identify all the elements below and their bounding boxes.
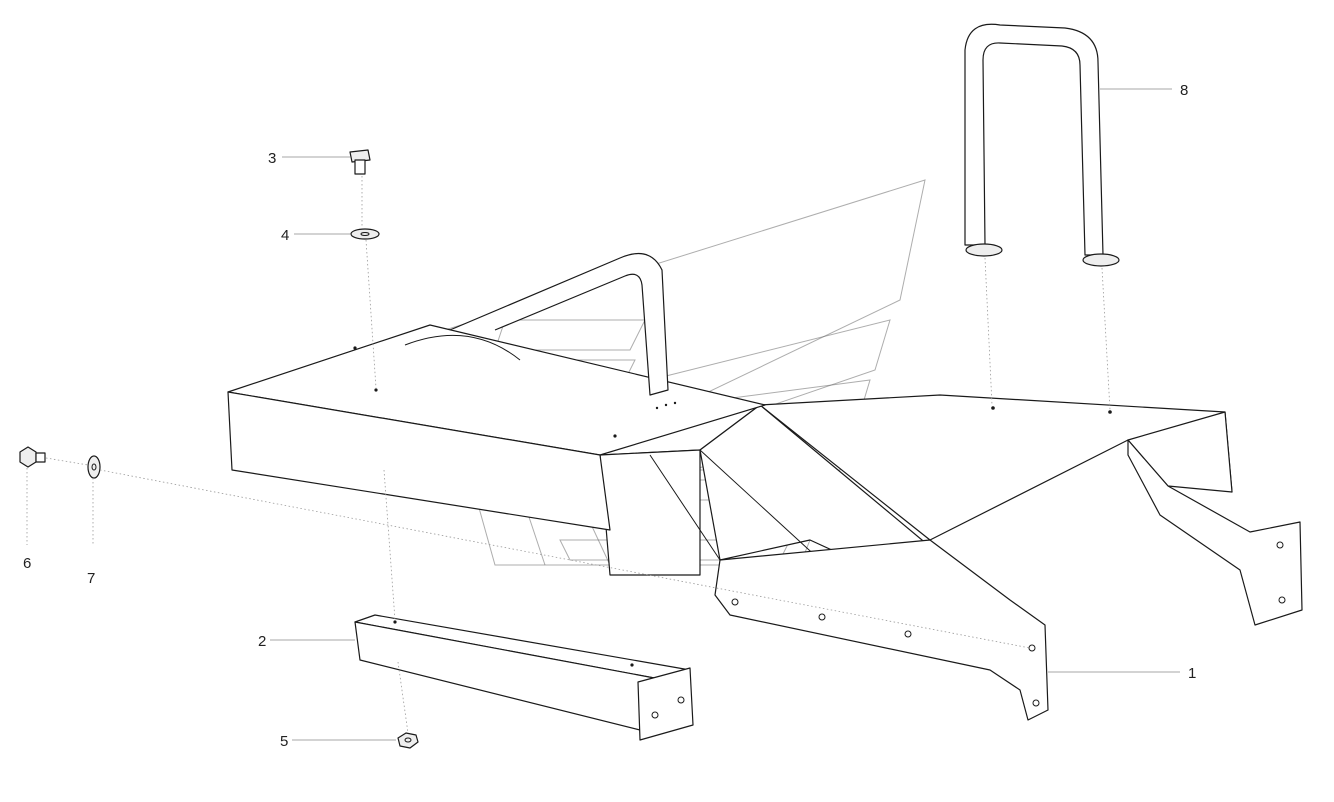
callout-8: 8 <box>1180 82 1188 99</box>
cover-housing <box>227 324 766 531</box>
part-5-nut <box>397 732 419 749</box>
callout-1: 1 <box>1188 665 1196 682</box>
leader-lines <box>270 88 1180 741</box>
part-6-bolt <box>19 446 46 468</box>
callout-2: 2 <box>258 633 266 650</box>
rear-handle <box>449 252 669 396</box>
callout-7: 7 <box>87 570 95 587</box>
callout-labels: 1 2 3 4 5 6 7 8 <box>23 82 1196 750</box>
part-4-washer <box>350 228 380 240</box>
part-3-bolt <box>349 149 371 175</box>
callout-4: 4 <box>281 227 289 244</box>
callout-6: 6 <box>23 555 31 572</box>
callout-5: 5 <box>280 733 288 750</box>
part-8-u-handle <box>964 23 1120 267</box>
part-2-support-bar <box>354 614 694 741</box>
callout-3: 3 <box>268 150 276 167</box>
part-1-main-bracket <box>599 394 1303 721</box>
alignment-lines <box>26 176 1111 734</box>
part-7-washer <box>87 455 101 479</box>
